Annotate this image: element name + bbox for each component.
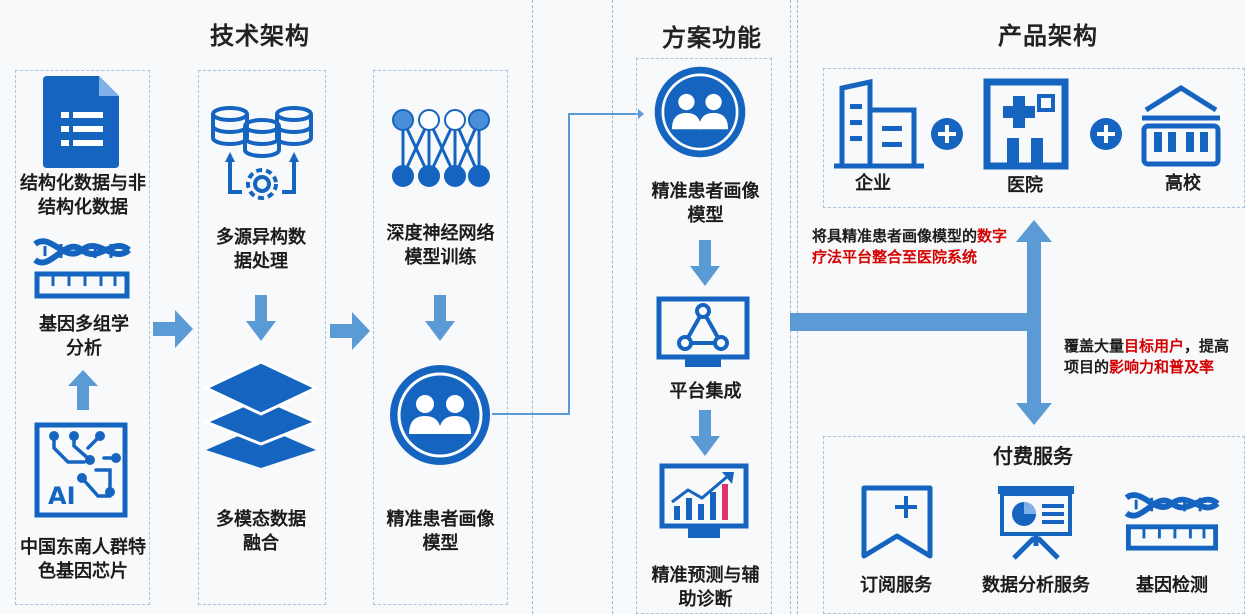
structured-data-label: 结构化数据与非结构化数据 bbox=[20, 173, 146, 218]
arrow-down-2 bbox=[425, 295, 455, 341]
coverage-note-a: 覆盖大量 bbox=[1064, 337, 1125, 355]
subscription-icon bbox=[861, 485, 933, 559]
tech-architecture-title: 技术架构 bbox=[210, 22, 310, 50]
database-gear-icon bbox=[211, 106, 313, 200]
integration-note: 将具精准患者画像模型的数字疗法平台整合至医院系统 bbox=[812, 226, 1012, 268]
arrow-down-1 bbox=[246, 295, 276, 341]
svg-text:AI: AI bbox=[48, 482, 76, 510]
hospital-icon bbox=[983, 78, 1069, 170]
arrow-up-1 bbox=[68, 370, 98, 410]
solution-function-title: 方案功能 bbox=[662, 24, 762, 52]
multi-source-label: 多源异构数据处理 bbox=[216, 227, 306, 272]
user-group-icon-2 bbox=[654, 66, 746, 158]
solution-portrait-label: 精准患者画像模型 bbox=[651, 181, 760, 226]
dnn-label: 深度神经网络模型训练 bbox=[386, 223, 495, 268]
arrow-right-2 bbox=[330, 312, 370, 350]
product-connector bbox=[790, 220, 1052, 425]
product-architecture-title: 产品架构 bbox=[998, 22, 1098, 50]
university-label: 高校 bbox=[1165, 173, 1201, 194]
tech-portrait-label: 精准患者画像模型 bbox=[386, 509, 495, 554]
coverage-note-b: 目标用户 bbox=[1124, 337, 1185, 355]
separator-4 bbox=[797, 0, 798, 614]
gene-test-label: 基因检测 bbox=[1136, 575, 1208, 596]
arrow-right-1 bbox=[153, 310, 193, 348]
enterprise-label: 企业 bbox=[855, 173, 891, 194]
separator-3 bbox=[790, 0, 791, 614]
layers-icon bbox=[202, 360, 320, 468]
arrow-down-4 bbox=[690, 410, 720, 456]
document-icon bbox=[43, 76, 119, 168]
plus-icon-2 bbox=[1090, 118, 1122, 150]
multimodal-label: 多模态数据融合 bbox=[216, 509, 306, 554]
enterprise-building-icon bbox=[834, 78, 924, 169]
chip-label: 中国东南人群特色基因芯片 bbox=[20, 537, 146, 582]
connector-line bbox=[492, 109, 644, 415]
dna-ruler-icon bbox=[33, 238, 131, 299]
coverage-note-d: 影响力和普及率 bbox=[1109, 358, 1215, 376]
integration-note-b: 数字疗法平台整合至医院系统 bbox=[812, 227, 1008, 266]
hospital-label: 医院 bbox=[1007, 175, 1043, 196]
separator-1 bbox=[532, 0, 533, 614]
prediction-label: 精准预测与辅助诊断 bbox=[651, 565, 760, 610]
coverage-note-c: ，提高项目的 bbox=[1064, 337, 1230, 376]
tech-col3-box bbox=[373, 70, 508, 605]
data-presentation-icon bbox=[998, 486, 1074, 560]
integration-note-a: 将具精准患者画像模型的 bbox=[812, 227, 978, 245]
subscription-label: 订阅服务 bbox=[860, 575, 932, 596]
neural-network-icon bbox=[392, 109, 490, 187]
genomics-label: 基因多组学分析 bbox=[39, 314, 129, 359]
university-icon bbox=[1141, 85, 1221, 167]
data-analysis-label: 数据分析服务 bbox=[982, 575, 1090, 596]
user-group-icon-1 bbox=[390, 365, 490, 465]
plus-icon-1 bbox=[931, 118, 963, 150]
paid-services-title: 付费服务 bbox=[993, 444, 1073, 468]
coverage-note: 覆盖大量目标用户，提高项目的影响力和普及率 bbox=[1064, 336, 1240, 378]
platform-label: 平台集成 bbox=[669, 381, 742, 402]
trend-chart-icon bbox=[659, 463, 749, 538]
monitor-network-icon bbox=[656, 296, 750, 367]
tech-col2-box bbox=[198, 70, 326, 605]
ai-chip-icon: AI bbox=[34, 422, 128, 518]
tech-col1-box bbox=[15, 70, 150, 605]
arrow-down-3 bbox=[690, 240, 720, 286]
gene-test-icon bbox=[1124, 492, 1220, 551]
separator-2 bbox=[612, 0, 613, 614]
